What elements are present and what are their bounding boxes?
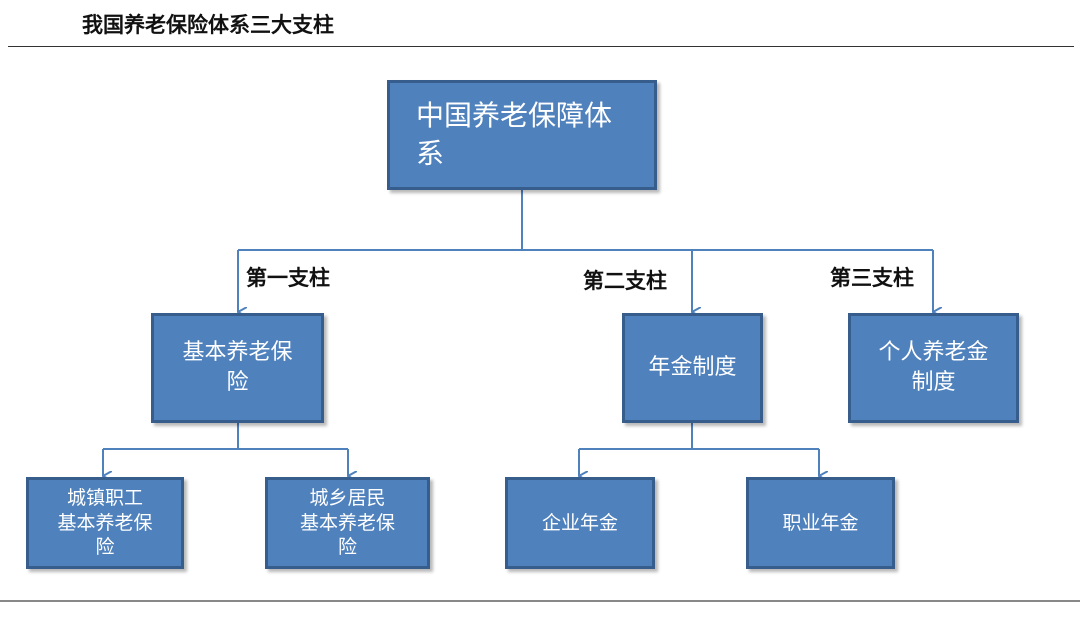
node-urban-rural-resident-pension: 城乡居民 基本养老保 险 <box>265 477 430 569</box>
node-occupational-annuity: 职业年金 <box>746 477 895 569</box>
label-pillar-3: 第三支柱 <box>830 265 914 290</box>
header-divider <box>8 46 1074 47</box>
node-root-pension-system: 中国养老保障体 系 <box>387 80 657 190</box>
node-enterprise-annuity: 企业年金 <box>505 477 655 569</box>
node-personal-pension: 个人养老金 制度 <box>848 313 1019 423</box>
node-basic-pension: 基本养老保 险 <box>151 313 324 423</box>
page-title: 我国养老保险体系三大支柱 <box>82 12 334 37</box>
footer-divider <box>0 600 1080 602</box>
node-urban-employee-pension: 城镇职工 基本养老保 险 <box>26 477 184 569</box>
node-annuity-system: 年金制度 <box>622 313 763 423</box>
label-pillar-2: 第二支柱 <box>583 268 667 293</box>
label-pillar-1: 第一支柱 <box>246 265 330 290</box>
